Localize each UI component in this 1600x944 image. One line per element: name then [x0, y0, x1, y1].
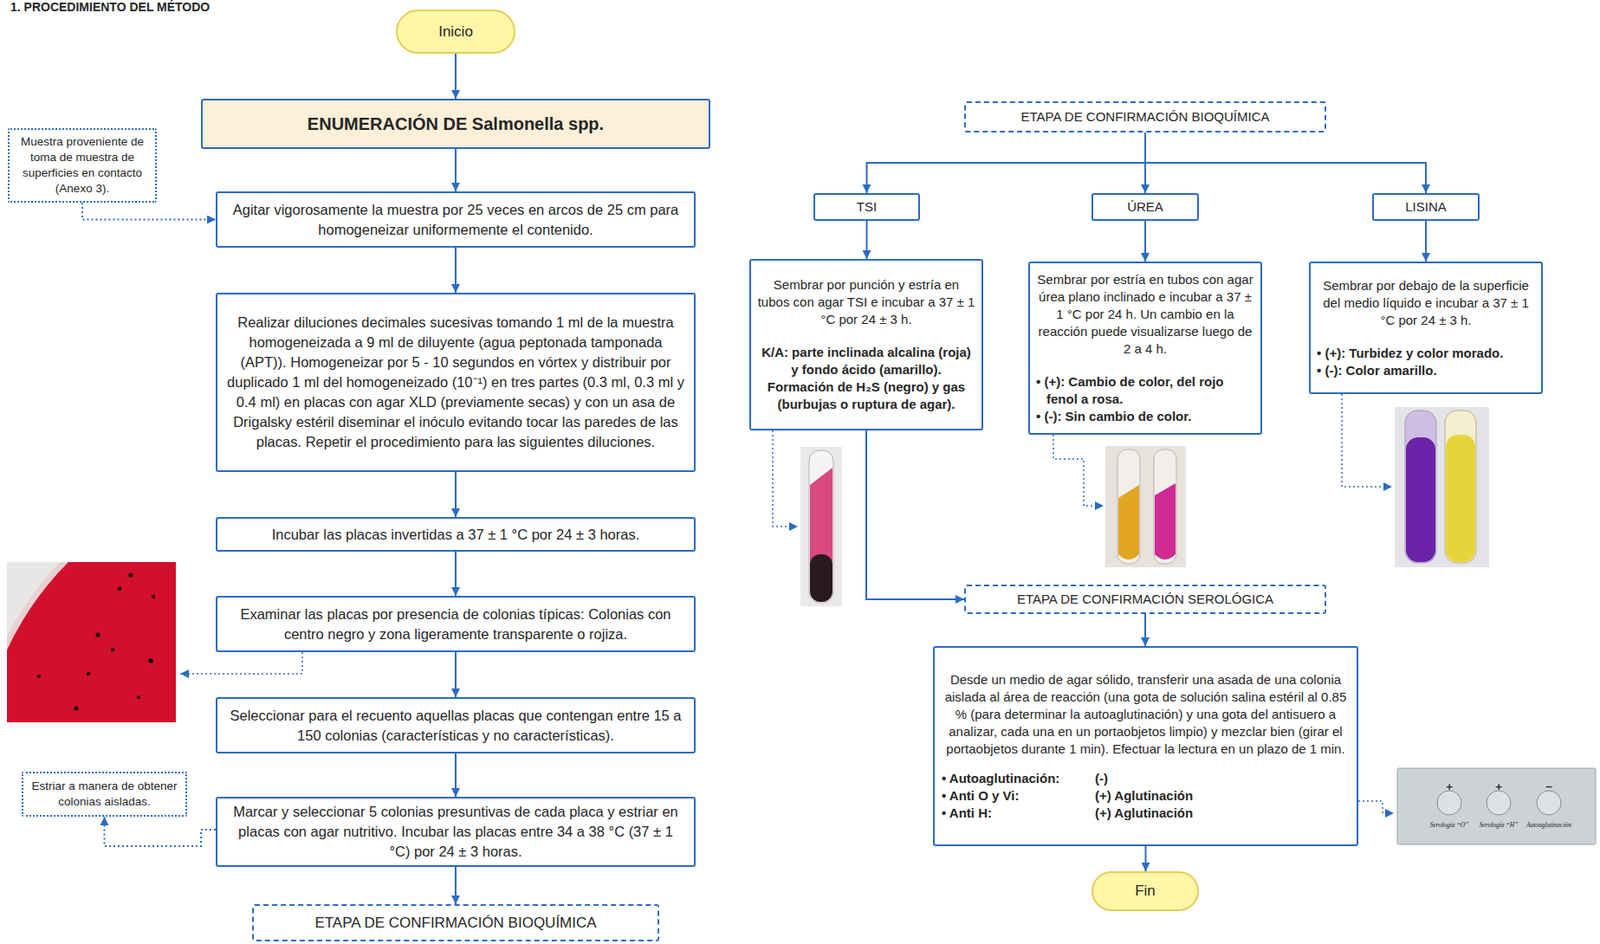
- leader-line: [772, 430, 798, 527]
- test-label: TSI: [813, 193, 920, 221]
- node-text: (+) Aglutinación: [1094, 787, 1350, 805]
- connector: [454, 148, 457, 192]
- connector: [454, 472, 457, 518]
- slide-label: +: [1494, 781, 1503, 793]
- connector: [1144, 220, 1147, 262]
- connector: [82, 202, 216, 221]
- node-text: • (-): Color amarillo.: [1316, 362, 1536, 380]
- node-text: Sembrar por debajo de la superficie del …: [1316, 277, 1536, 330]
- stage-header: ETAPA DE CONFIRMACIÓN SEROLÓGICA: [964, 584, 1327, 615]
- connector: [104, 816, 217, 847]
- connector: [454, 247, 457, 293]
- node-text: ETAPA DE CONFIRMACIÓN SEROLÓGICA: [971, 590, 1320, 609]
- node-text: • (-): Sin cambio de color.: [1036, 408, 1255, 426]
- leader-line: [1358, 801, 1394, 814]
- node-text: Desde un medio de agar sólido, transferi…: [941, 671, 1350, 758]
- node-text: K/A: parte inclinada alcalina (roja) y f…: [757, 343, 976, 414]
- node-text: Inicio: [399, 22, 512, 42]
- connector: [454, 53, 457, 99]
- connector: [454, 867, 457, 905]
- slide-label: Autoaglutinación: [1526, 821, 1572, 830]
- node-text: LISINA: [1375, 198, 1477, 216]
- process-box: Realizar diluciones decimales sucesivas …: [215, 292, 696, 473]
- process-box: Agitar vigorosamente la muestra por 25 v…: [215, 191, 696, 248]
- connector: [1144, 614, 1147, 647]
- process-box: Marcar y seleccionar 5 colonias presunti…: [215, 796, 696, 868]
- slide-label: −: [1544, 781, 1553, 793]
- node-text: ÚREA: [1094, 198, 1196, 216]
- lysine-tubes-photo: [1394, 407, 1490, 568]
- connector: [454, 753, 457, 797]
- node-text: ENUMERACIÓN DE Salmonella spp.: [211, 113, 700, 135]
- process-box: Sembrar por estría en tubos con agar úre…: [1028, 261, 1263, 435]
- test-label: ÚREA: [1091, 193, 1199, 221]
- slide-label: Serología “O”: [1430, 821, 1470, 830]
- urea-tubes-photo: [1105, 446, 1186, 568]
- connector: [454, 652, 457, 698]
- note-box: Estriar a manera de obtener colonias ais…: [21, 771, 188, 817]
- node-text: Sembrar por punción y estría en tubos co…: [757, 276, 976, 329]
- node-text: (+) Aglutinación: [1094, 804, 1350, 823]
- connector: [454, 551, 457, 596]
- node-text: Realizar diluciones decimales sucesivas …: [226, 312, 686, 453]
- node-text: TSI: [816, 198, 917, 216]
- node-text: Examinar las placas por presencia de col…: [226, 604, 686, 645]
- node-text: • Anti H:: [941, 804, 1095, 823]
- stage-header: ETAPA DE CONFIRMACIÓN BIOQUÍMICA: [252, 904, 660, 942]
- node-text: ETAPA DE CONFIRMACIÓN BIOQUÍMICA: [971, 108, 1320, 126]
- diagram-title: 1. PROCEDIMIENTO DEL MÉTODO: [10, 0, 210, 14]
- agglutination-slide-photo: [1397, 768, 1596, 845]
- plate-rim: [6, 562, 176, 723]
- node-text: Sembrar por estría en tubos con agar úre…: [1036, 271, 1255, 358]
- stage-header: ETAPA DE CONFIRMACIÓN BIOQUÍMICA: [964, 101, 1327, 133]
- node-text: • Autoaglutinación:: [941, 770, 1095, 788]
- process-box: Sembrar por punción y estría en tubos co…: [749, 259, 984, 431]
- connector: [1145, 846, 1147, 872]
- connector: [866, 220, 869, 260]
- title-box: ENUMERACIÓN DE Salmonella spp.: [200, 98, 711, 149]
- slide-label: +: [1444, 781, 1453, 793]
- connector: [1145, 132, 1426, 194]
- test-label: LISINA: [1372, 193, 1480, 221]
- node-text: (-): [1094, 770, 1350, 788]
- process-box: Incubar las placas invertidas a 37 ± 1 °…: [215, 517, 696, 552]
- node-text: • Anti O y Vi:: [941, 787, 1095, 805]
- terminal-pill: Fin: [1091, 871, 1199, 912]
- node-text: Muestra proveniente de toma de muestra d…: [12, 134, 152, 197]
- leader-line: [180, 652, 303, 674]
- leader-line: [1053, 434, 1104, 506]
- node-text: ETAPA DE CONFIRMACIÓN BIOQUÍMICA: [259, 913, 653, 933]
- connector: [867, 132, 1147, 194]
- node-text: Estriar a manera de obtener colonias ais…: [26, 778, 182, 810]
- process-box: Seleccionar para el recuento aquellas pl…: [215, 697, 696, 754]
- colonies: [37, 572, 156, 711]
- node-text: Agitar vigorosamente la muestra por 25 v…: [226, 200, 686, 240]
- node-text: • (+): Turbidez y color morado.: [1316, 344, 1536, 363]
- tsi-tube-photo: [800, 446, 843, 607]
- process-box: Sembrar por debajo de la superficie del …: [1308, 261, 1543, 395]
- node-text: Incubar las placas invertidas a 37 ± 1 °…: [226, 524, 686, 545]
- note-box: Muestra proveniente de toma de muestra d…: [7, 128, 157, 203]
- leader-line: [1341, 394, 1393, 487]
- connector: [866, 430, 965, 600]
- node-text: Seleccionar para el recuento aquellas pl…: [226, 706, 686, 746]
- process-box: Desde un medio de agar sólido, transferi…: [932, 646, 1359, 847]
- terminal-pill: Inicio: [395, 9, 516, 54]
- plate-agar: [6, 562, 176, 723]
- process-box: Examinar las placas por presencia de col…: [215, 595, 696, 653]
- agar-plate-photo: [6, 562, 176, 723]
- slide-label: Serología “H”: [1479, 821, 1519, 830]
- node-text: Marcar y seleccionar 5 colonias presunti…: [226, 802, 686, 862]
- node-text: • (+): Cambio de color, del rojo fenol a…: [1036, 373, 1255, 409]
- node-text: Fin: [1094, 881, 1196, 901]
- connector: [1425, 220, 1427, 262]
